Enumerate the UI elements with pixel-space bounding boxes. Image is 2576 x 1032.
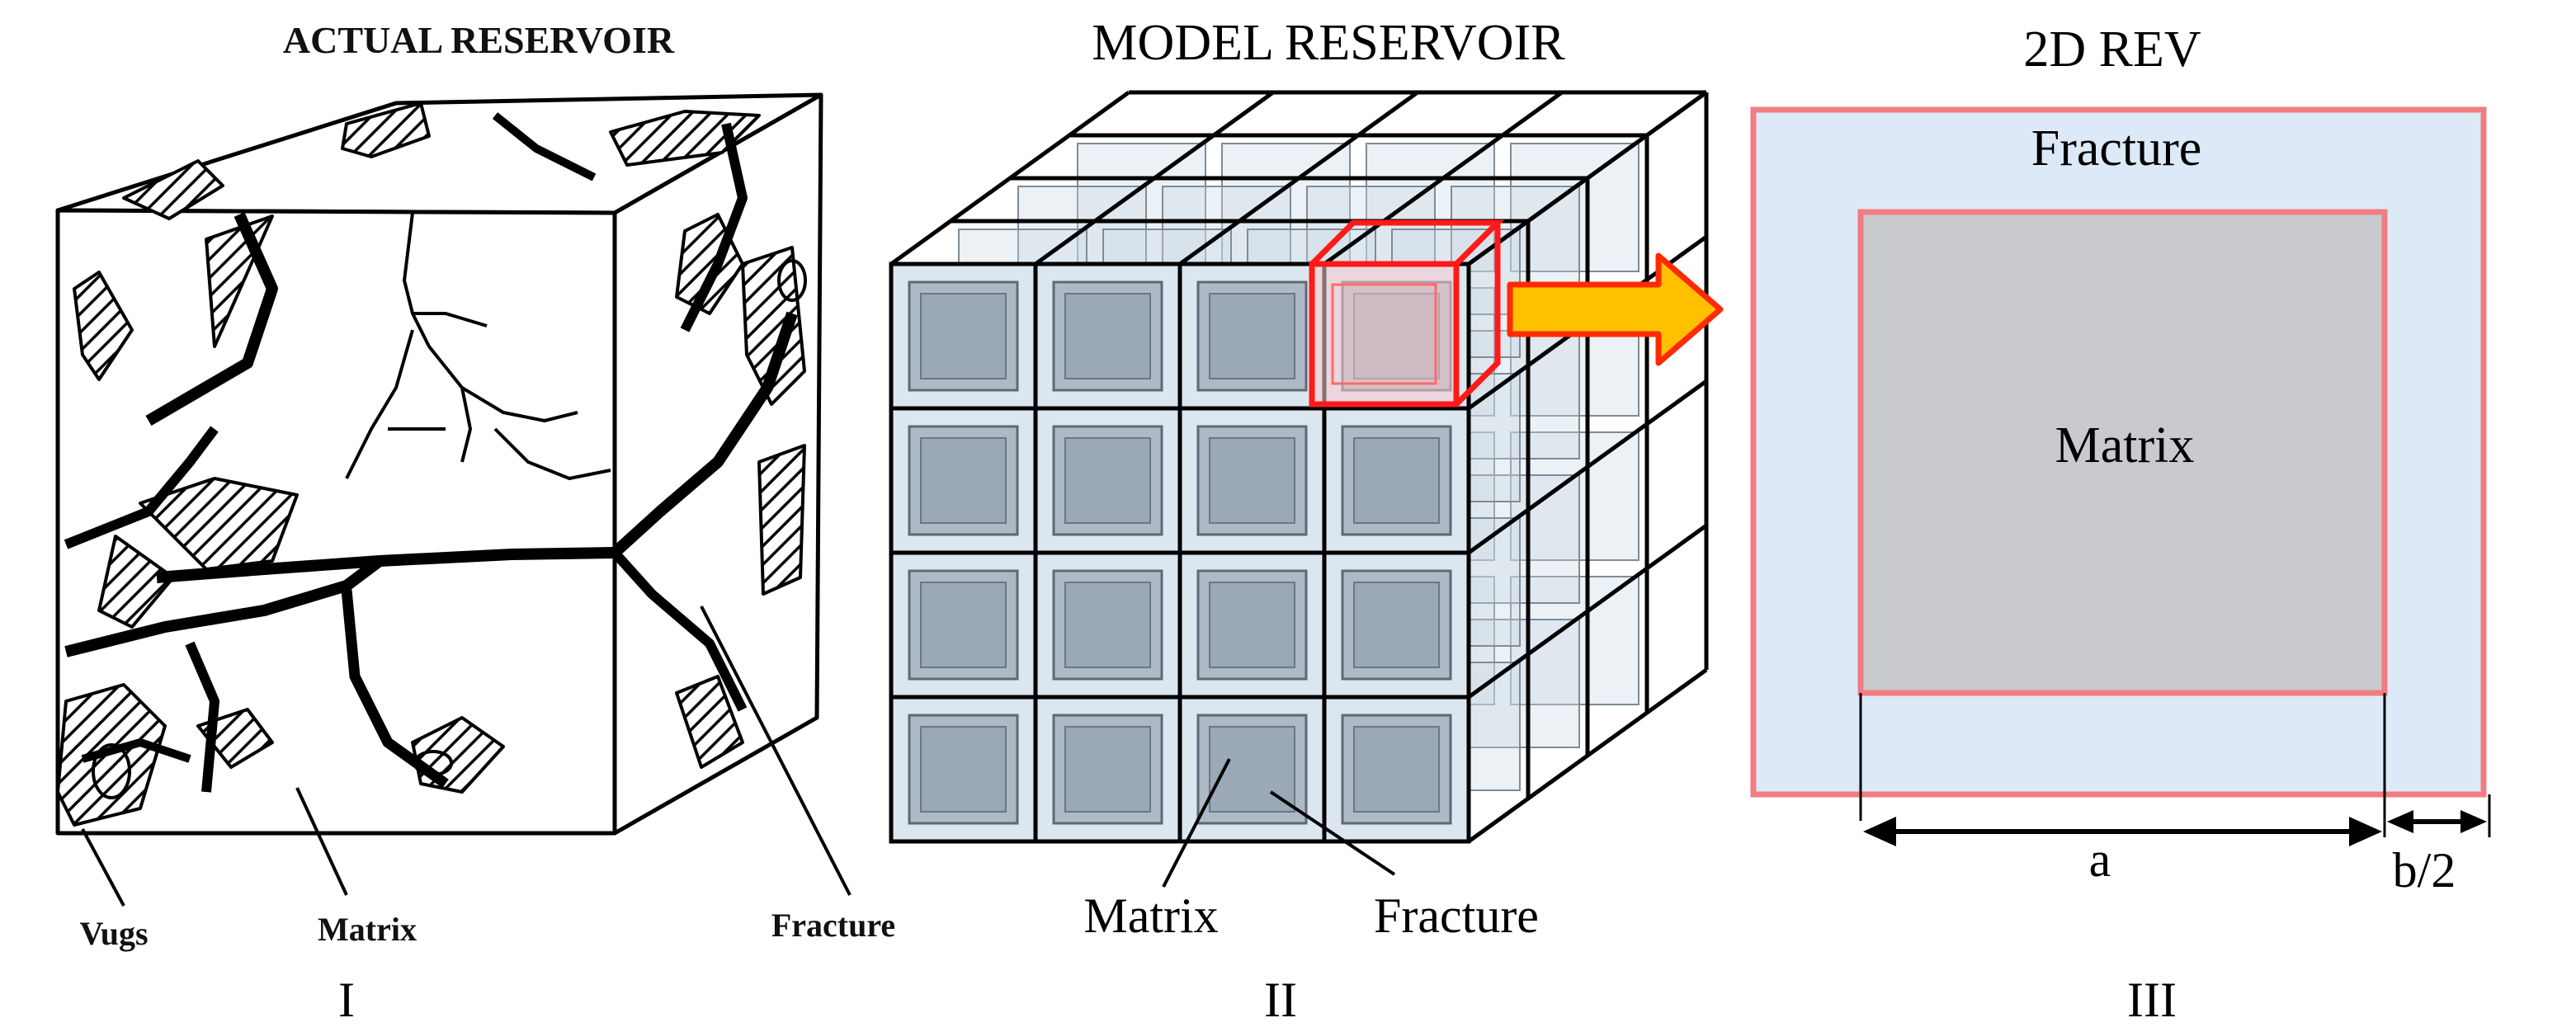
highlighted-rev-cell	[1309, 219, 1505, 408]
label-matrix-actual: Matrix	[318, 911, 417, 948]
actual-cube-drawing	[55, 92, 823, 836]
model-cell-matrix-depth	[920, 293, 1007, 379]
rev-label-matrix: Matrix	[2055, 417, 2195, 474]
model-cell-matrix-depth	[1064, 726, 1151, 813]
numeral-ii: II	[1264, 973, 1297, 1027]
dimension-b-half-label: b/2	[2393, 843, 2456, 898]
model-cell-matrix-depth	[920, 582, 1007, 668]
model-cell-matrix-depth	[1353, 726, 1440, 813]
model-cell-back	[1510, 143, 1639, 272]
rev-label-fracture: Fracture	[2031, 120, 2202, 177]
vug-zones	[56, 101, 806, 827]
rev-arrow	[1507, 252, 1724, 366]
model-cell-matrix-depth	[1064, 582, 1151, 668]
rev-dimension-lines	[1859, 693, 2491, 846]
model-cell-matrix-depth	[1353, 582, 1440, 668]
dimension-a-label: a	[2089, 832, 2111, 887]
panel-model-reservoir: MODEL RESERVOIR Matrix Fracture II	[889, 15, 1724, 1027]
panel-2d-rev: 2D REV Fracture Matrix a b/2 III	[1750, 21, 2491, 1027]
model-cell-back	[1451, 474, 1580, 604]
numeral-i: I	[338, 973, 355, 1027]
label-fracture-model: Fracture	[1374, 888, 1539, 943]
actual-pointer-lines	[81, 606, 852, 907]
model-cell-matrix-depth	[920, 437, 1007, 524]
model-pointer-lines	[1162, 758, 1396, 888]
model-cell-matrix-depth	[920, 726, 1007, 813]
model-cube	[889, 90, 1709, 844]
label-matrix-model: Matrix	[1083, 888, 1218, 943]
model-cell-matrix-depth	[1209, 437, 1295, 524]
dimension-b-right-arrowhead	[2460, 810, 2487, 833]
dimension-a-right-arrowhead	[2349, 817, 2382, 846]
model-reservoir-title: MODEL RESERVOIR	[1092, 15, 1565, 71]
model-cell-matrix-depth	[1209, 293, 1295, 379]
rev-title: 2D REV	[2023, 21, 2201, 78]
model-cell-back	[1451, 330, 1580, 459]
model-cell-matrix-depth	[1353, 437, 1440, 524]
numeral-iii: III	[2127, 973, 2177, 1027]
model-cell-matrix-depth	[1209, 582, 1295, 668]
panel-actual-reservoir: ACTUAL RESERVOIR	[55, 19, 895, 1027]
model-cell-back	[1451, 619, 1580, 748]
model-cell-back	[1510, 576, 1639, 705]
fine-cracks	[345, 212, 611, 480]
dimension-b-left-arrowhead	[2387, 810, 2413, 833]
model-cell-matrix-depth	[1064, 437, 1151, 524]
label-vugs: Vugs	[79, 915, 148, 952]
actual-reservoir-title: ACTUAL RESERVOIR	[283, 19, 675, 61]
model-cell-matrix-depth	[1064, 293, 1151, 379]
void-outlines	[92, 259, 807, 799]
rev-matrix-region	[1857, 209, 2388, 696]
label-fracture-actual: Fracture	[771, 907, 895, 944]
dimension-a-left-arrowhead	[1863, 817, 1896, 846]
model-cell-back	[1510, 431, 1639, 561]
